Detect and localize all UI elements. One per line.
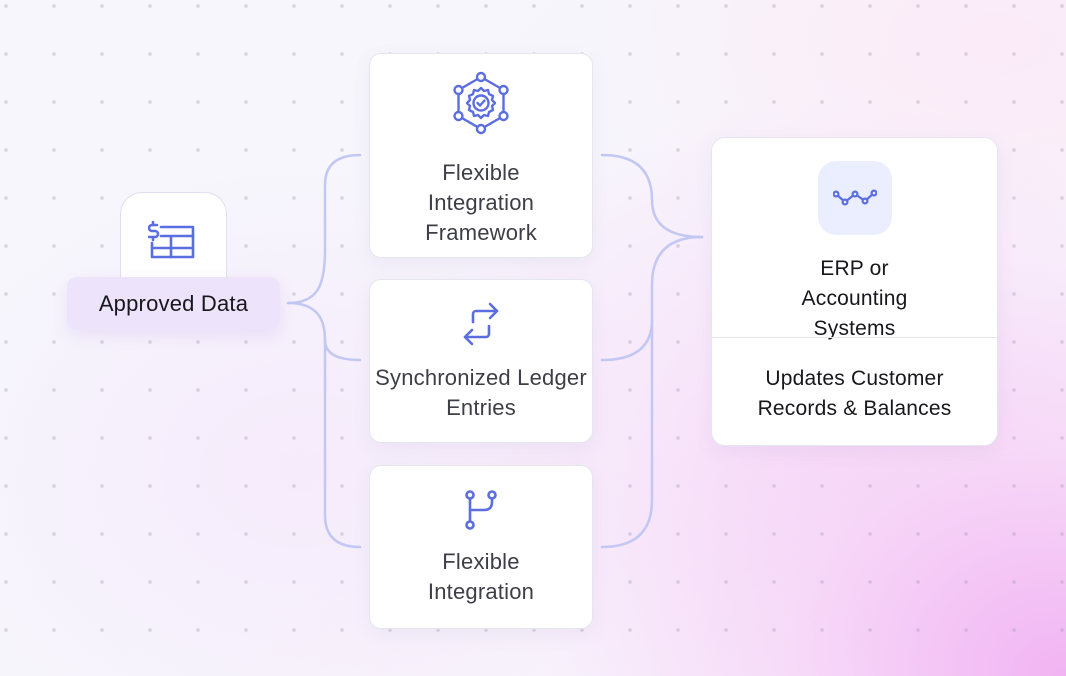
dollar-table-icon [147, 219, 200, 263]
left-brace-connector [286, 153, 362, 305]
line-chart-icon [833, 189, 877, 206]
erp-divider [712, 337, 997, 338]
erp-icon-box [818, 161, 892, 235]
synchronized-ledger-entries-label: Synchronized Ledger Entries [375, 365, 587, 420]
right-middle-connector [600, 318, 654, 362]
sync-arrows-icon [459, 302, 503, 346]
erp-accounting-systems-card: ERP or Accounting Systems Updates Custom… [711, 137, 998, 446]
approved-data-label: Approved Data [98, 290, 249, 316]
flexible-integration-label: Flexible Integration [427, 549, 535, 604]
gear-network-check-icon [446, 68, 516, 138]
erp-title: ERP or Accounting Systems [801, 257, 908, 340]
right-brace-connector-bottom [600, 235, 704, 549]
synchronized-ledger-entries-card: Synchronized Ledger Entries [369, 279, 593, 443]
flexible-integration-framework-label: Flexible Integration Framework [425, 160, 537, 245]
approved-data-icon-card [120, 192, 227, 292]
git-branch-icon [459, 488, 503, 532]
approved-data-pill: Approved Data [67, 277, 280, 330]
flexible-integration-card: Flexible Integration [369, 465, 593, 629]
right-brace-connector-top [600, 153, 704, 239]
erp-subtitle: Updates Customer Records & Balances [757, 367, 952, 420]
flexible-integration-framework-card: Flexible Integration Framework [369, 53, 593, 258]
left-branch-bottom-connector [323, 338, 362, 549]
